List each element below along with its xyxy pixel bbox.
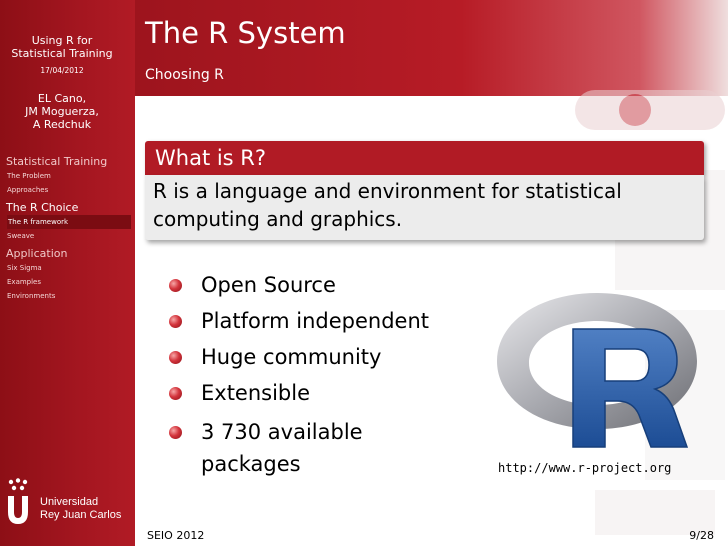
- list-item: Huge community: [169, 344, 469, 370]
- frame-subtitle: Choosing R: [145, 67, 224, 83]
- nav-section-link[interactable]: Statistical Training: [6, 155, 108, 168]
- nav-sub-the-r-framework[interactable]: The R framework: [7, 215, 131, 229]
- sidebar-presentation-title[interactable]: Using R for Statistical Training: [0, 34, 124, 60]
- nav-section-link[interactable]: Application: [6, 247, 68, 260]
- bullet-ball-icon: [169, 426, 182, 439]
- list-item-text: Extensible: [201, 381, 311, 405]
- sidebar-navigation: Statistical Training The Problem Approac…: [6, 155, 131, 307]
- university-mark-icon: [8, 478, 28, 524]
- university-line2: Rey Juan Carlos: [40, 509, 122, 521]
- bullet-ball-icon: [169, 279, 182, 292]
- sidebar-authors[interactable]: EL Cano, JM Moguerza, A Redchuk: [0, 92, 124, 131]
- r-logo-icon: [497, 293, 697, 448]
- nav-section-link[interactable]: The R Choice: [6, 201, 79, 214]
- block-body: R is a language and environment for stat…: [145, 175, 704, 240]
- nav-section-the-r-choice: The R Choice The R framework Sweave: [6, 201, 131, 243]
- sidebar: Using R for Statistical Training 17/04/2…: [0, 0, 135, 546]
- university-logo: Universidad Rey Juan Carlos: [4, 478, 132, 526]
- list-item-text: Huge community: [201, 345, 382, 369]
- author-2: JM Moguerza,: [25, 105, 99, 118]
- nav-sub-six-sigma[interactable]: Six Sigma: [7, 264, 42, 272]
- definition-block: What is R? R is a language and environme…: [145, 141, 704, 240]
- footer-page-number: 9/28: [689, 529, 714, 542]
- nav-sub-environments[interactable]: Environments: [7, 292, 56, 300]
- title-band: [135, 0, 728, 96]
- list-item: Open Source: [169, 272, 469, 298]
- block-title: What is R?: [145, 141, 704, 175]
- sidebar-date: 17/04/2012: [40, 66, 84, 75]
- author-3: A Redchuk: [32, 118, 92, 131]
- list-item-text-line2: packages: [201, 452, 301, 476]
- sidebar-title-line2: Statistical Training: [11, 47, 113, 60]
- university-name: Universidad Rey Juan Carlos: [40, 496, 121, 522]
- frame-title: The R System: [145, 16, 346, 50]
- list-item-text: Open Source: [201, 273, 336, 297]
- footer-event: SEIO 2012: [147, 529, 205, 542]
- nav-sub-the-problem[interactable]: The Problem: [7, 172, 51, 180]
- sidebar-title-line1: Using R for: [31, 34, 93, 47]
- bullet-ball-icon: [169, 387, 182, 400]
- feature-list: Open Source Platform independent Huge co…: [169, 272, 469, 490]
- list-item: Extensible: [169, 380, 469, 406]
- bullet-ball-icon: [169, 315, 182, 328]
- slide-main: The R System Choosing R What is R? R is …: [135, 0, 728, 546]
- r-project-link[interactable]: http://www.r-project.org: [498, 461, 672, 475]
- nav-sub-approaches[interactable]: Approaches: [7, 186, 49, 194]
- list-item-text: Platform independent: [201, 309, 429, 333]
- nav-section-application: Application Six Sigma Examples Environme…: [6, 247, 131, 303]
- university-line1: Universidad: [40, 496, 99, 508]
- nav-sub-examples[interactable]: Examples: [7, 278, 42, 286]
- nav-sub-sweave[interactable]: Sweave: [7, 232, 35, 240]
- list-item-text-line1: 3 730 available: [201, 420, 363, 444]
- nav-section-statistical-training: Statistical Training The Problem Approac…: [6, 155, 131, 197]
- bullet-ball-icon: [169, 351, 182, 364]
- author-1: EL Cano,: [37, 92, 87, 105]
- list-item: Platform independent: [169, 308, 469, 334]
- list-item: 3 730 available packages: [169, 416, 469, 480]
